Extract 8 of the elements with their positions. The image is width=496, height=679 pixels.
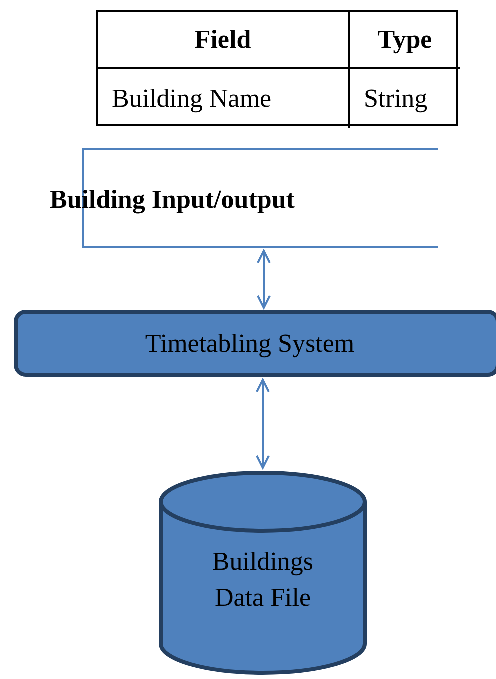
table-cell: String: [364, 84, 428, 114]
table-cell: Building Name: [112, 84, 272, 114]
process-box: Timetabling System: [14, 310, 496, 377]
database-cylinder: Buildings Data File: [158, 470, 368, 676]
double-arrow: [257, 250, 271, 309]
table-header: Type: [378, 24, 432, 54]
table-header: Field: [194, 24, 252, 54]
double-arrow: [256, 379, 270, 469]
